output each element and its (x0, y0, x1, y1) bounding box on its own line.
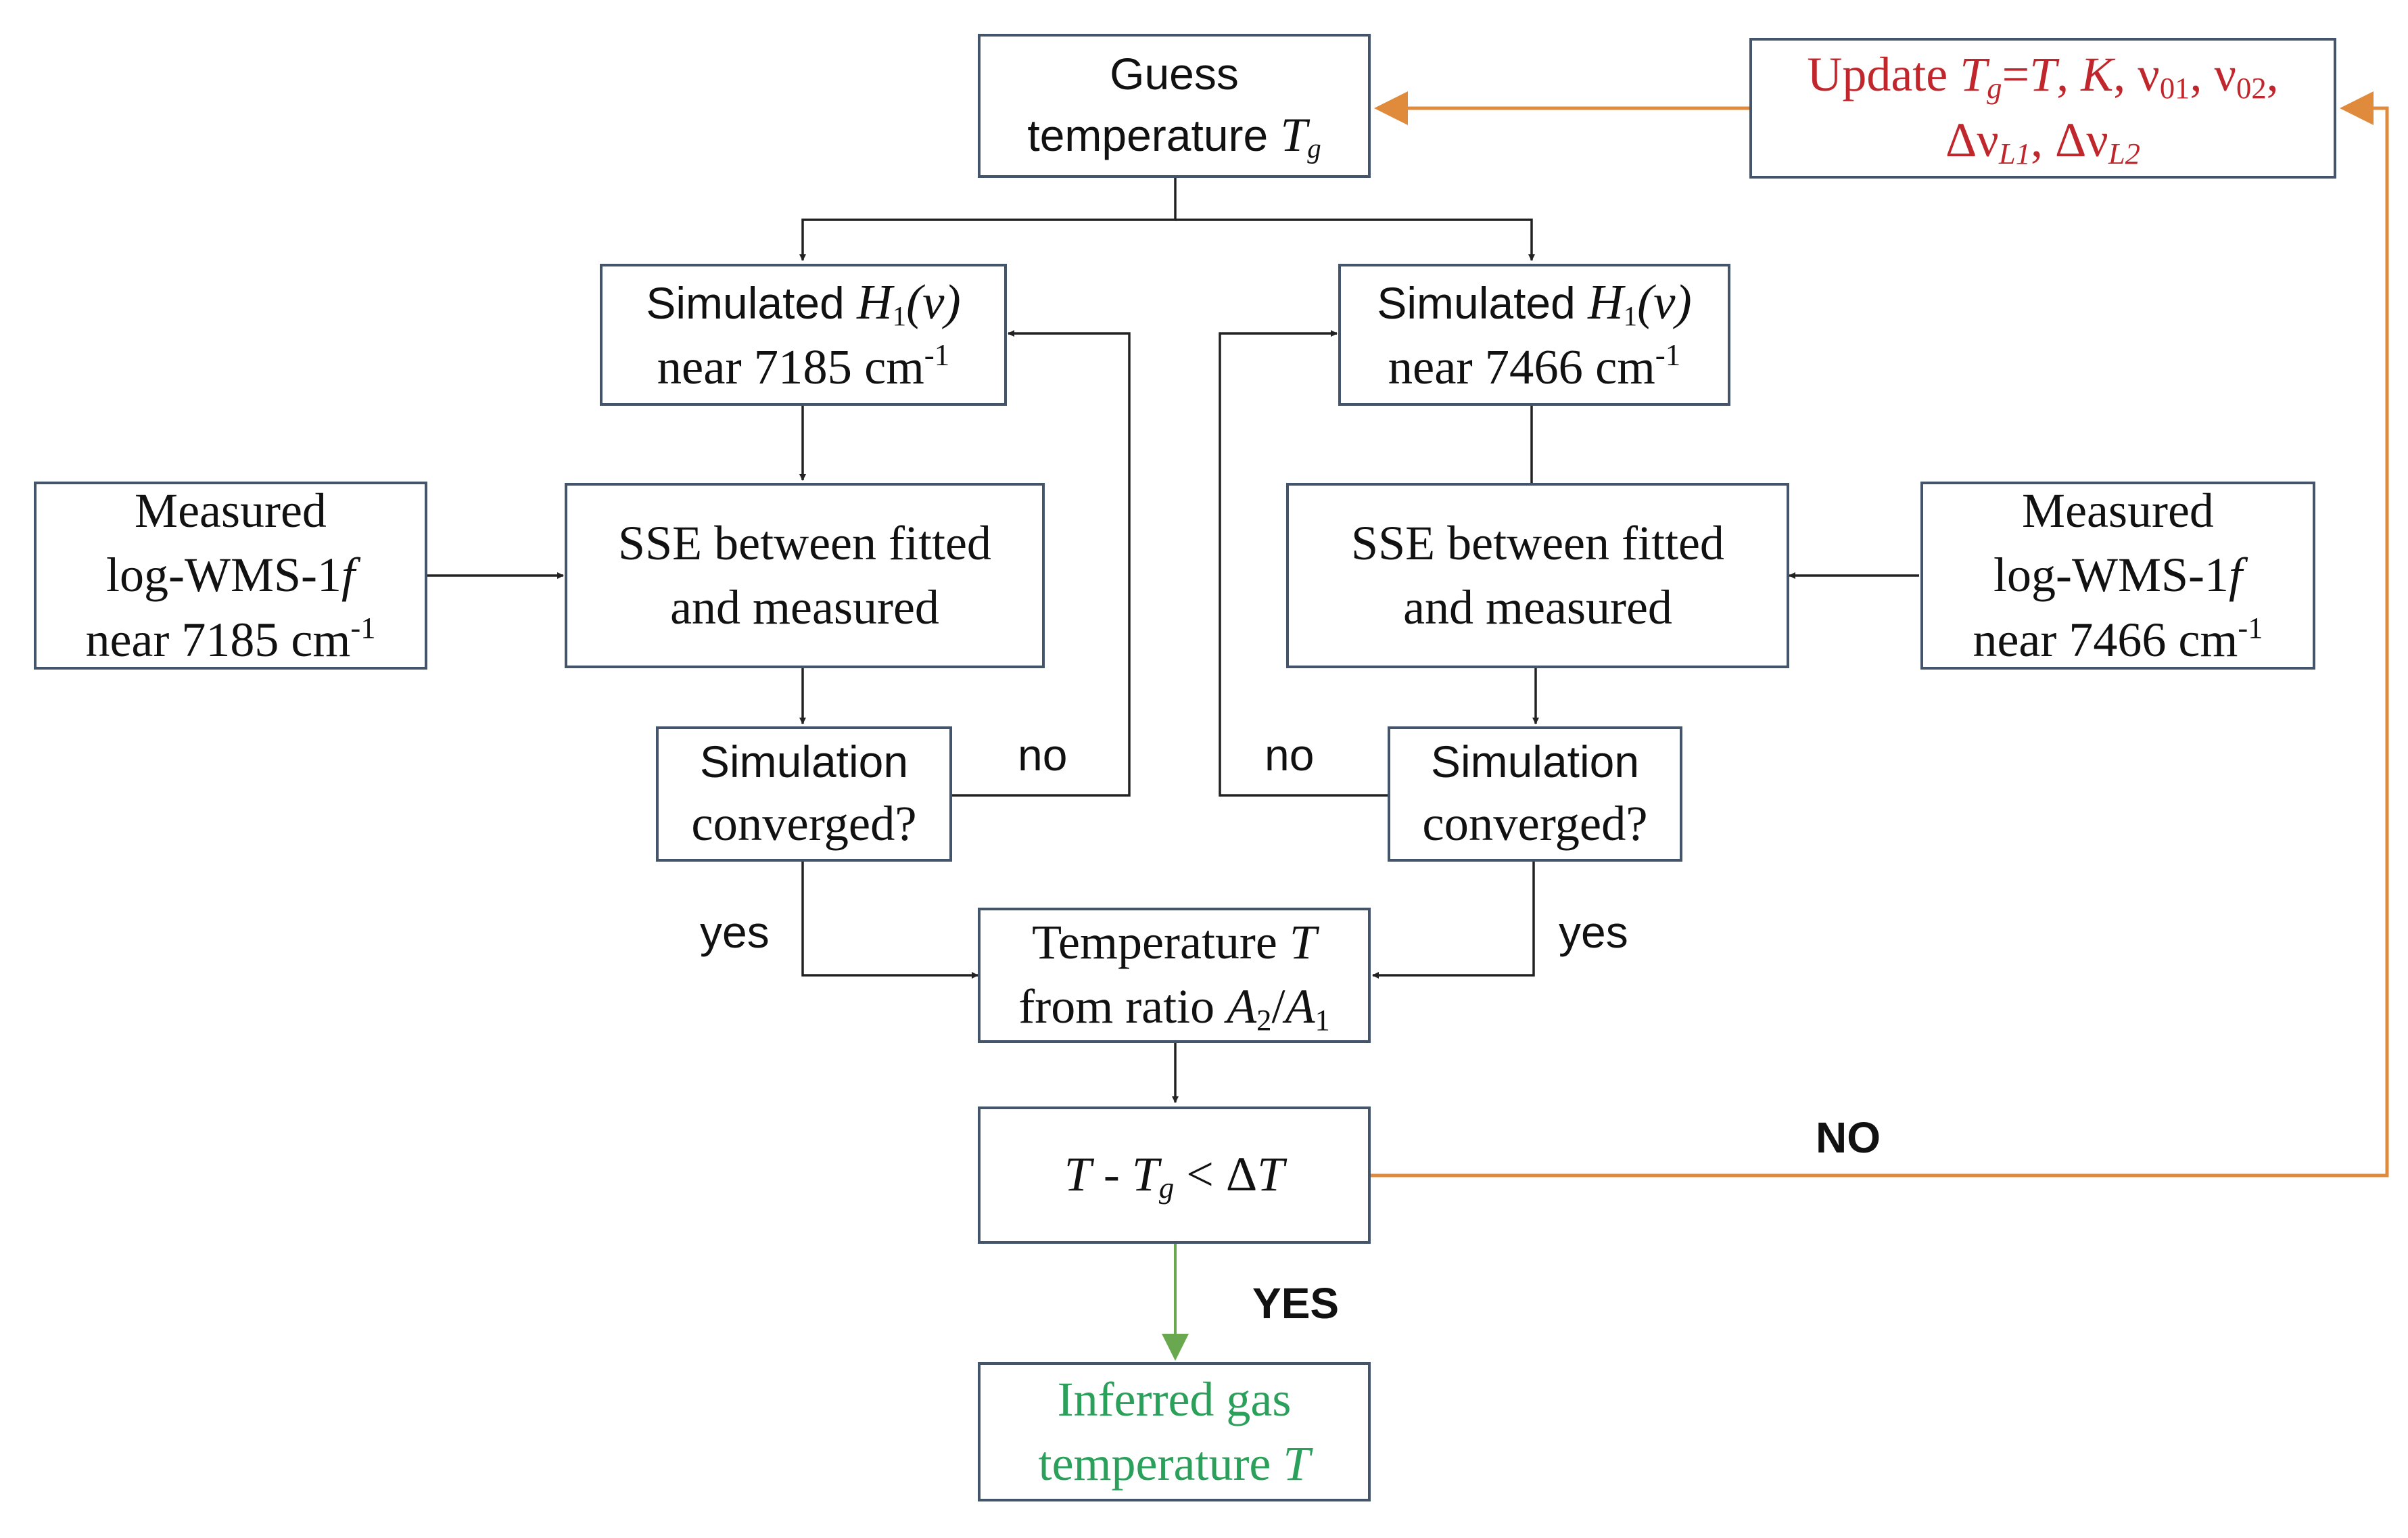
label-yes-left: yes (700, 907, 770, 957)
sse-right-box: SSE between fitted and measured (1286, 483, 1789, 668)
criterion-box: T - Tg < ΔT (978, 1106, 1371, 1244)
measured-right-line2: log-WMS-1f (1993, 548, 2242, 603)
converged-left-box: Simulation converged? (656, 726, 952, 862)
guess-temperature-box: Guess temperature Tg (978, 34, 1371, 178)
measured-right-line1: Measured (2022, 484, 2214, 538)
sim-right-line1: Simulated H1(v) (1377, 274, 1692, 332)
label-no-main: NO (1816, 1113, 1881, 1162)
update-parameters-box: Update Tg=T, K, ν01, ν02, ΔνL1, ΔνL2 (1749, 38, 2336, 179)
measured-left-box: Measured log-WMS-1f near 7185 cm-1 (34, 482, 427, 670)
conv-left-line2: converged? (691, 795, 917, 851)
temperature-ratio-box: Temperature T from ratio A2/A1 (978, 908, 1371, 1043)
measured-left-line1: Measured (135, 484, 327, 538)
measured-left-line2: log-WMS-1f (106, 548, 355, 603)
arrow-guess-to-sim-left (799, 178, 1177, 261)
update-line2: ΔνL1, ΔνL2 (1945, 113, 2140, 171)
sim-right-line2: near 7466 cm-1 (1388, 338, 1681, 395)
simulated-h1-right-box: Simulated H1(v) near 7466 cm-1 (1338, 264, 1730, 406)
update-line1: Update Tg=T, K, ν01, ν02, (1807, 47, 2279, 106)
sse-left-line2: and measured (670, 580, 939, 634)
sim-left-line2: near 7185 cm-1 (657, 338, 950, 395)
sse-right-line1: SSE between fitted (1351, 515, 1724, 570)
arrow-guess-to-sim-right (1175, 218, 1535, 261)
conv-right-line1: Simulation (1430, 736, 1640, 787)
ratio-line1: Temperature T (1032, 914, 1317, 969)
measured-left-line3: near 7185 cm-1 (85, 610, 376, 667)
inferred-temperature-box: Inferred gas temperature T (978, 1362, 1371, 1501)
conv-left-line1: Simulation (699, 736, 909, 787)
arrow-conv-right-no-loop (1219, 330, 1388, 797)
arrow-conv-right-yes (1372, 862, 1535, 979)
sse-left-line1: SSE between fitted (618, 515, 991, 570)
label-no-right: no (1265, 730, 1315, 780)
simulated-h1-left-box: Simulated H1(v) near 7185 cm-1 (600, 264, 1007, 406)
sim-left-line1: Simulated H1(v) (646, 274, 961, 332)
sse-left-box: SSE between fitted and measured (565, 483, 1045, 668)
label-yes-right: yes (1559, 907, 1628, 957)
ratio-line2: from ratio A2/A1 (1018, 979, 1330, 1038)
label-no-left: no (1018, 730, 1068, 780)
final-line2: temperature T (1038, 1437, 1311, 1491)
arrow-criterion-no-feedback (1371, 91, 2389, 1178)
guess-line2: temperature Tg (1027, 108, 1321, 164)
arrow-conv-left-yes (801, 862, 978, 979)
final-line1: Inferred gas (1057, 1372, 1292, 1426)
measured-right-line3: near 7466 cm-1 (1973, 610, 2263, 667)
sse-right-line2: and measured (1403, 580, 1672, 634)
arrow-conv-left-no-loop (952, 330, 1131, 797)
criterion-expression: T - Tg < ΔT (1064, 1146, 1285, 1205)
guess-line1: Guess (1110, 48, 1239, 99)
converged-right-box: Simulation converged? (1388, 726, 1682, 862)
label-yes-main: YES (1252, 1279, 1340, 1328)
measured-right-box: Measured log-WMS-1f near 7466 cm-1 (1920, 482, 2315, 670)
conv-right-line2: converged? (1422, 795, 1648, 851)
